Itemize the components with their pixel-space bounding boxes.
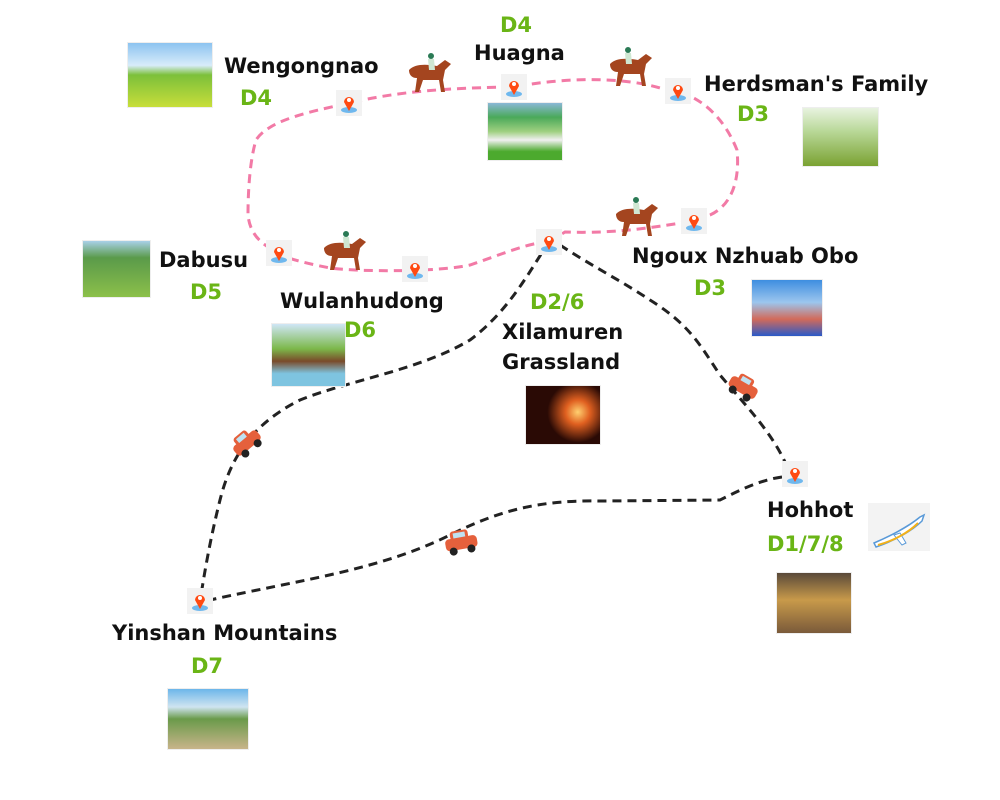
stop-day: D7 [191, 654, 224, 678]
stop-name: Xilamuren [502, 320, 624, 344]
stop-day: D2/6 [530, 290, 585, 314]
location-pin-icon[interactable] [536, 229, 562, 255]
photo-xilamuren-grassland [525, 385, 601, 445]
stop-name: Dabusu [159, 248, 249, 272]
location-pin-icon[interactable] [187, 588, 213, 614]
car-route-xilamuren-yinshan [198, 241, 551, 602]
location-pin-icon[interactable] [681, 208, 707, 234]
stop-name: Yinshan Mountains [112, 621, 338, 645]
location-pin-icon[interactable] [266, 240, 292, 266]
horse-rider-icon [324, 231, 366, 270]
location-pin-icon[interactable] [665, 78, 691, 104]
stop-name: Herdsman's Family [704, 72, 929, 96]
photo-hohhot [776, 572, 852, 634]
stop-day: D4 [500, 13, 533, 37]
photo-wulanhudong [271, 323, 346, 387]
photo-dabusu [82, 240, 151, 298]
stop-name: Huagna [474, 41, 565, 65]
car-icon [728, 373, 758, 402]
stop-name: Wengongnao [224, 54, 379, 78]
horse-rider-icon [610, 47, 652, 86]
car-route-hohhot-yinshan [209, 475, 783, 602]
car-icon [445, 529, 478, 556]
car-route-xilamuren-hohhot [559, 243, 787, 463]
horse-rider-icon [409, 53, 451, 92]
horse-rider-icon [616, 197, 658, 236]
stop-day: D3 [737, 102, 770, 126]
stop-name: Ngoux Nzhuab Obo [632, 244, 859, 268]
airplane-icon [868, 503, 930, 551]
stop-day: D6 [344, 318, 377, 342]
photo-herdsmans-family [802, 107, 879, 167]
photo-wengongnao [127, 42, 213, 108]
horse-route-loop [246, 78, 740, 273]
location-pin-icon[interactable] [782, 461, 808, 487]
location-pin-icon[interactable] [501, 74, 527, 100]
stop-name: Wulanhudong [280, 289, 444, 313]
photo-yinshan-mountains [167, 688, 249, 750]
stop-day: D3 [694, 276, 727, 300]
stop-day: D4 [240, 86, 273, 110]
photo-huagna [487, 102, 563, 161]
stop-name: Hohhot [767, 498, 854, 522]
stop-day: D1/7/8 [767, 532, 844, 556]
car-icon [233, 430, 262, 458]
location-pin-icon[interactable] [402, 256, 428, 282]
stop-day: D5 [190, 280, 223, 304]
photo-ngoux-nzhuab-obo [751, 279, 823, 337]
location-pin-icon[interactable] [336, 90, 362, 116]
stop-name-line2: Grassland [502, 350, 621, 374]
